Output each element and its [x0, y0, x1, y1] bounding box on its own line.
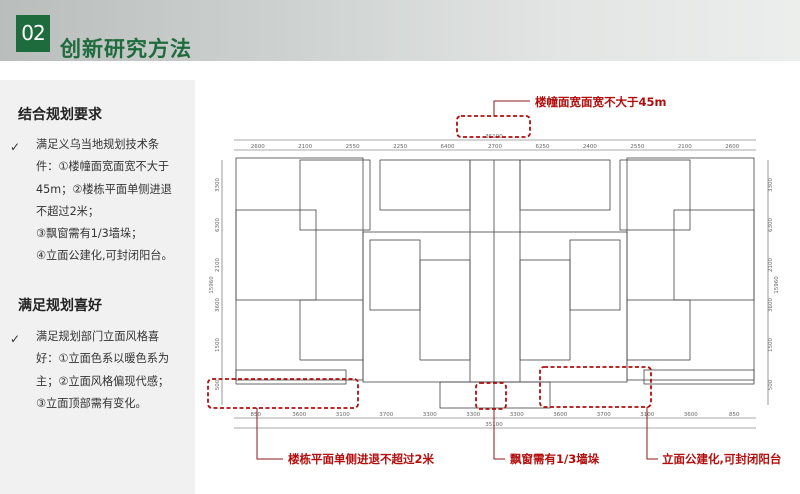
callout-leader-lines: [256, 100, 658, 460]
building-outline: [235, 157, 755, 409]
top-dimension: 2600: [251, 144, 265, 150]
top-dimension: 6250: [535, 144, 549, 150]
check-icon: ✓: [10, 332, 21, 346]
bottom-dimension: 3600: [684, 412, 698, 418]
text-line: 不超过2米；: [36, 204, 100, 218]
bottom-dimension: 850: [251, 412, 262, 418]
callout-frontage-width: 楼幢面宽面宽不大于45m: [535, 95, 667, 109]
side-total-dimension: 15960: [209, 276, 215, 294]
text-line: 主；②立面风格偏现代感；: [36, 374, 170, 388]
text-line: 45m；②楼栋平面单侧进退: [36, 182, 172, 196]
top-total-dimension: 35100: [485, 134, 503, 140]
side-dimension: 6300: [768, 218, 774, 232]
top-dimension: 2400: [583, 144, 597, 150]
side-dimension: 500: [215, 379, 221, 390]
callout-facade-balcony: 立面公建化,可封闭阳台: [662, 452, 782, 466]
section-number-badge: 02: [16, 15, 50, 52]
bottom-dimension: 3600: [292, 412, 306, 418]
text-line: ③飘窗需有1/3墙垛；: [36, 227, 143, 241]
side-dimension: 3600: [768, 298, 774, 312]
callout-setback-limit: 楼栋平面单侧进退不超过2米: [288, 452, 435, 466]
bottom-dimension: 3700: [597, 412, 611, 418]
text-line: ③立面顶部需有变化。: [36, 396, 147, 410]
bottom-dimension: 3300: [423, 412, 437, 418]
top-dimension: 6400: [441, 144, 455, 150]
side-dimension: 3300: [768, 178, 774, 192]
side-dimension: 2100: [768, 258, 774, 272]
section-heading-planning-requirements: 结合规划要求: [18, 107, 102, 123]
planning-requirements-text: 满足义乌当地规划技术条 件：①楼幢面宽面宽不大于 45m；②楼栋平面单侧进退 不…: [36, 134, 186, 268]
page-title: 创新研究方法: [60, 37, 192, 61]
top-dimension: 2100: [298, 144, 312, 150]
section-heading-planning-preferences: 满足规划喜好: [18, 298, 102, 314]
side-dimension: 1500: [215, 338, 221, 352]
top-dimension: 2550: [630, 144, 644, 150]
header-bar: [0, 0, 800, 61]
side-total-dimension: 15960: [774, 276, 780, 294]
top-dimension: 2550: [346, 144, 360, 150]
text-line: 满足义乌当地规划技术条: [36, 138, 160, 151]
callout-bay-window: 飘窗需有1/3墙垛: [510, 452, 600, 466]
side-dimension: 3300: [215, 178, 221, 192]
requirements-panel: [0, 80, 195, 494]
text-line: 件：①楼幢面宽面宽不大于: [36, 160, 170, 174]
planning-preferences-text: 满足规划部门立面风格喜 好：①立面色系以暖色系为 主；②立面风格偏现代感； ③立…: [36, 326, 186, 415]
bottom-dimension: 3300: [510, 412, 524, 418]
text-line: ④立面公建化,可封闭阳台。: [36, 249, 173, 263]
side-dimension: 2100: [215, 258, 221, 272]
top-dimension: 2250: [393, 144, 407, 150]
top-dimension: 2600: [725, 144, 739, 150]
side-dimension: 500: [768, 379, 774, 390]
text-line: 满足规划部门立面风格喜: [36, 330, 160, 343]
check-icon: ✓: [10, 140, 21, 154]
side-dimension: 6300: [215, 218, 221, 232]
top-dimension: 2100: [678, 144, 692, 150]
text-line: 好：①立面色系以暖色系为: [36, 352, 170, 366]
bottom-dimension: 3100: [336, 412, 350, 418]
bottom-dimension: 3300: [466, 412, 480, 418]
bottom-dimension: 3700: [379, 412, 393, 418]
side-dimension: 3600: [215, 298, 221, 312]
side-dimension: 1500: [768, 338, 774, 352]
bottom-dimension: 3600: [553, 412, 567, 418]
dimension-lines: [221, 139, 769, 429]
bottom-dimension: 850: [729, 412, 740, 418]
dimension-labels: 35100 2600 2100 2550 2250 6400 2700 6250 2400 255…: [209, 134, 780, 428]
top-dimension: 2700: [488, 144, 502, 150]
